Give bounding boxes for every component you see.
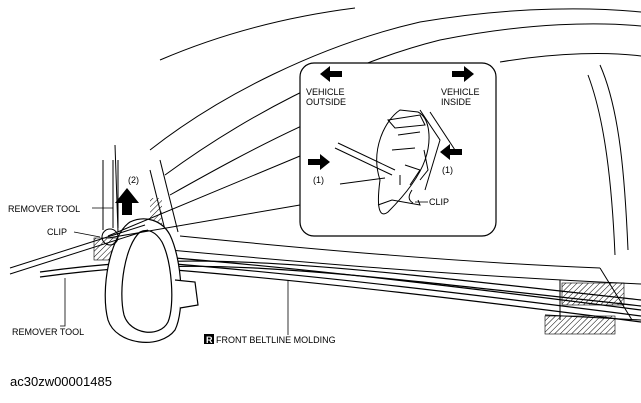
clip-location-marker [101,228,119,246]
detail-callout-lines [107,155,301,239]
arrow-right-icon [308,154,330,170]
label-leader-lines [60,207,289,335]
label-remover-tool-bottom: REMOVER TOOL [12,327,84,337]
label-remover-tool-top: REMOVER TOOL [8,204,80,214]
label-vehicle-inside-line1: VEHICLE [441,87,480,97]
arrow-left-icon [320,66,342,82]
label-step-1-right: (1) [442,165,453,175]
side-mirror [104,218,199,343]
label-step-1-left: (1) [313,175,324,185]
clip-detail-drawing [334,109,456,215]
label-front-beltline-molding: FRONT BELTLINE MOLDING [216,335,336,345]
hatched-panel-right-lower [544,315,616,335]
figure-id: ac30zw00001485 [10,374,112,389]
label-clip-detail: CLIP [429,197,449,207]
arrow-right-icon [452,66,474,82]
label-vehicle-inside-line2: INSIDE [441,97,471,107]
remover-tool [9,160,149,275]
hatched-panel-right-upper [561,282,625,306]
label-vehicle-outside-line1: VEHICLE [306,87,345,97]
label-vehicle-outside-line2: OUTSIDE [306,97,346,107]
detail-inset-box [299,62,497,237]
label-step-2: (2) [128,175,139,185]
arrow-left-icon [440,144,462,160]
arrow-up-icon [115,188,139,215]
part-badge-letter: R [206,335,213,345]
part-badge-box [204,334,214,344]
label-clip-left: CLIP [47,227,67,237]
